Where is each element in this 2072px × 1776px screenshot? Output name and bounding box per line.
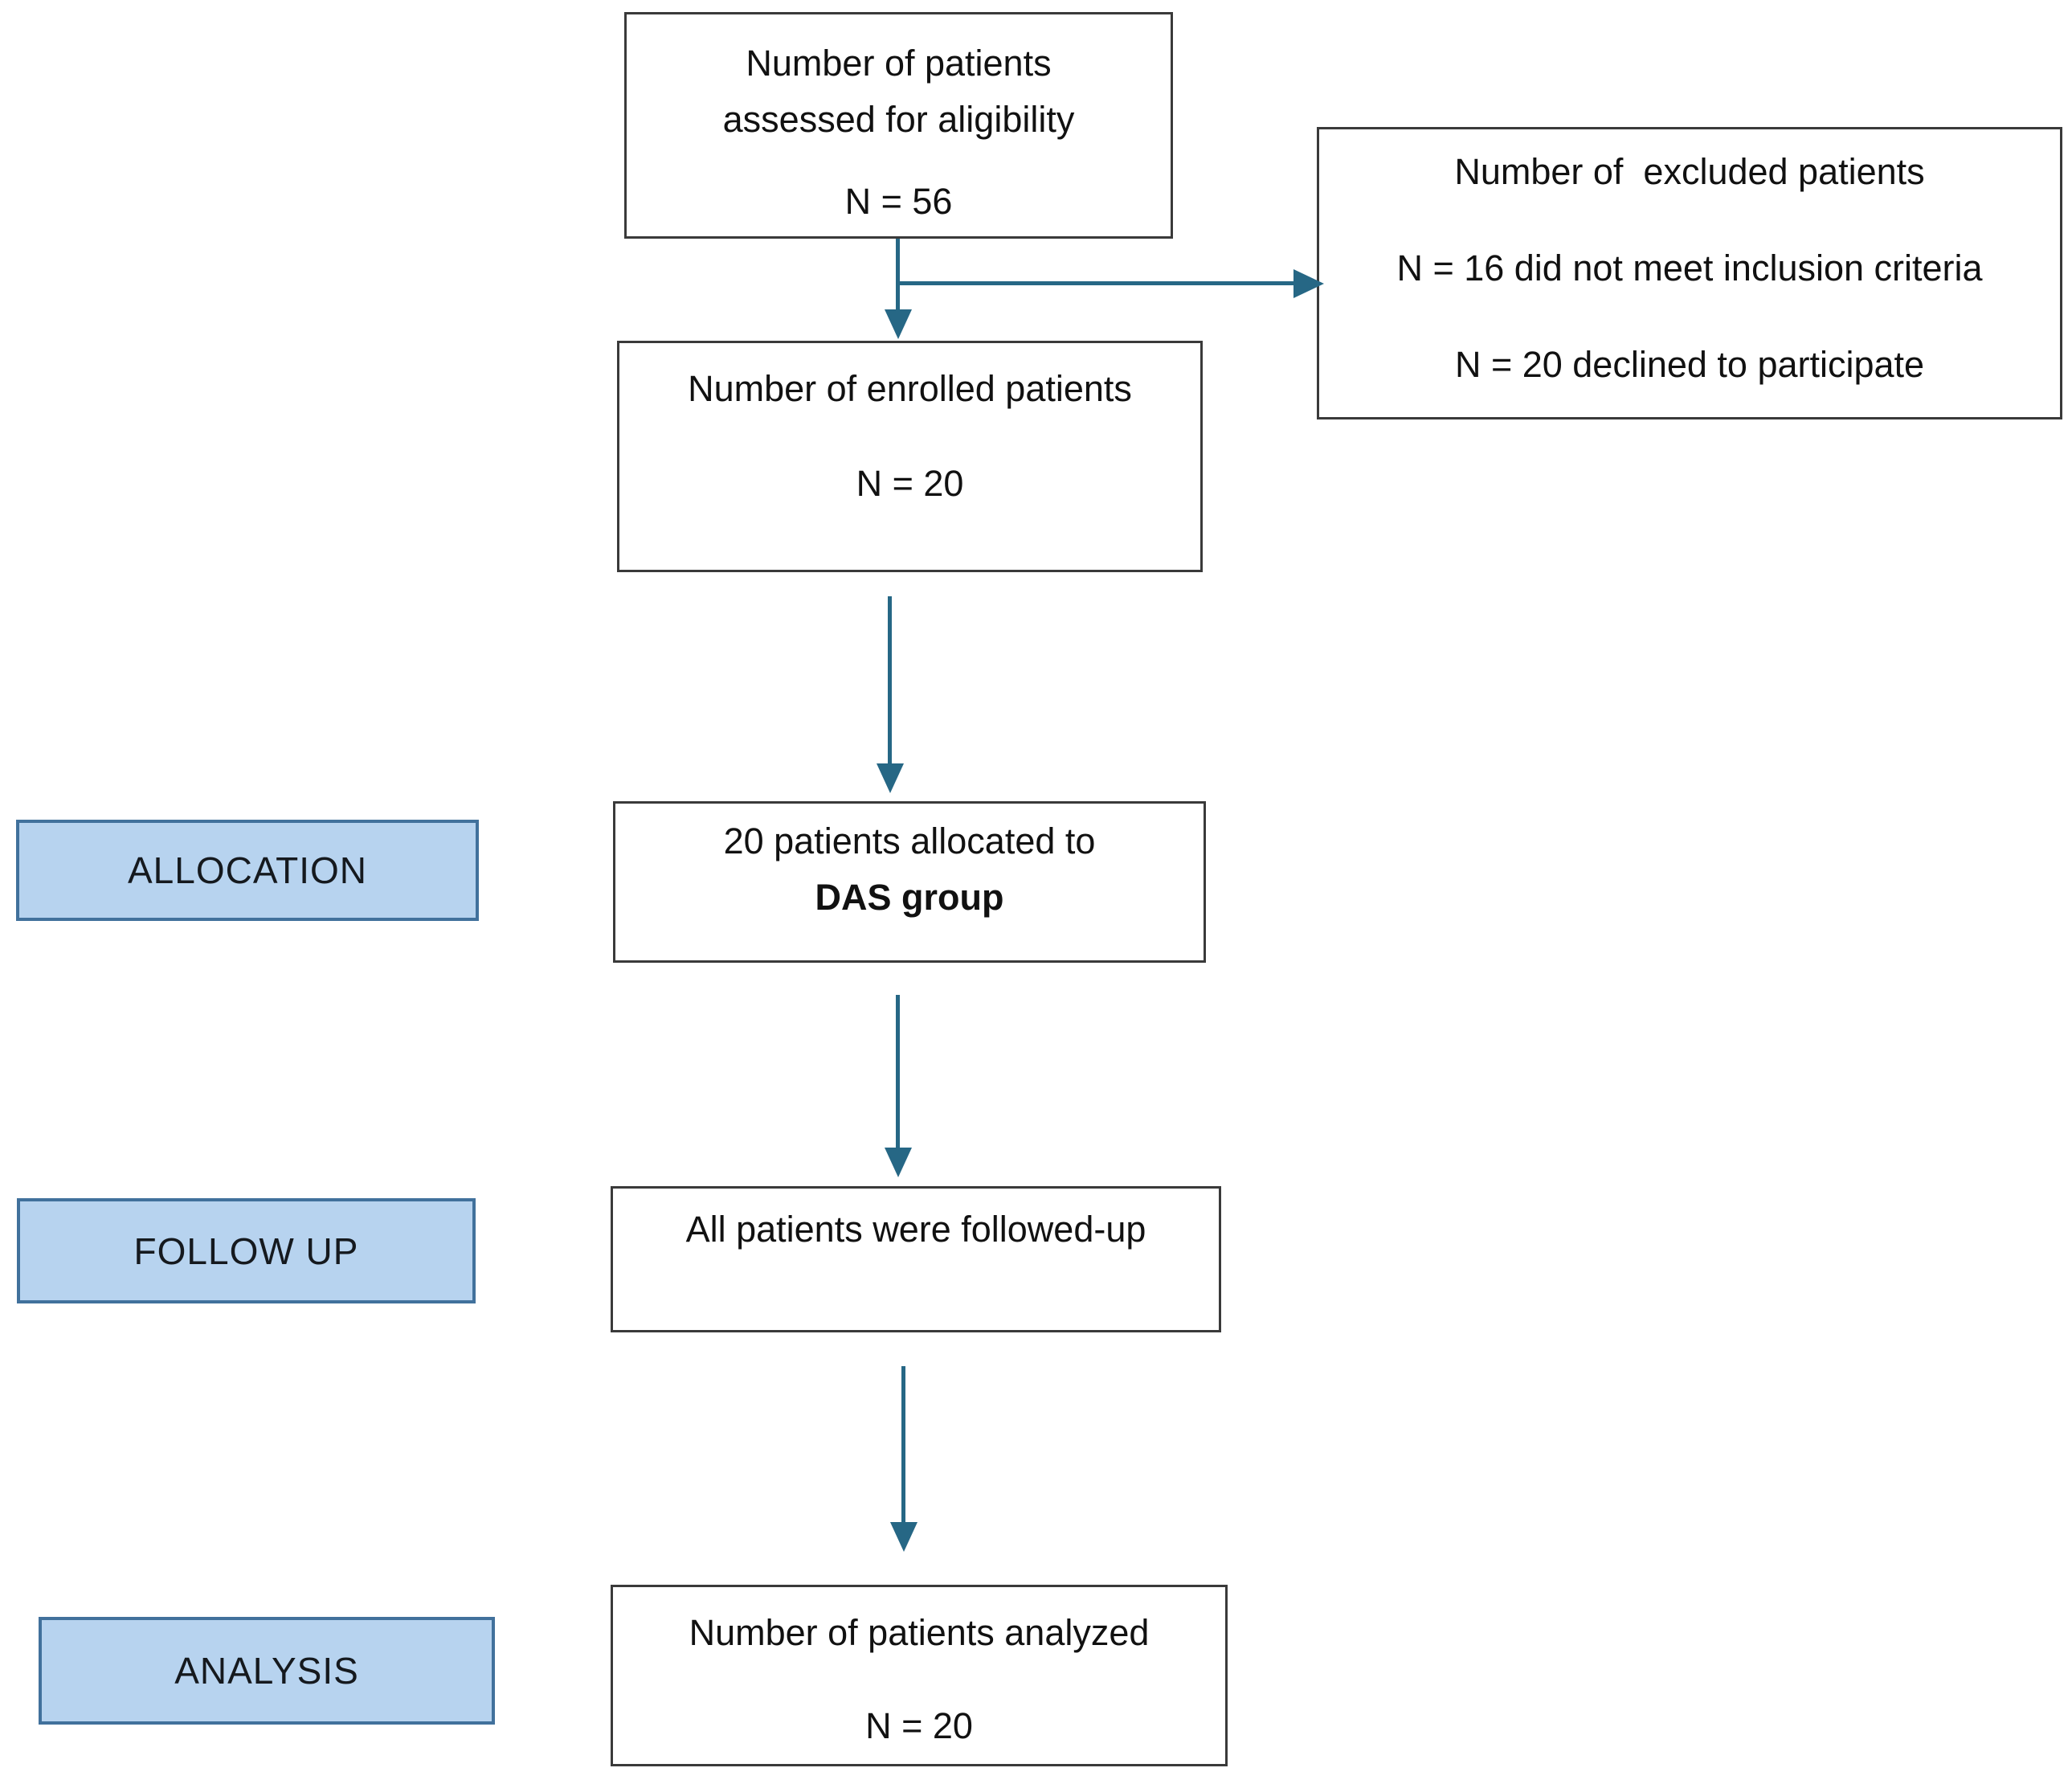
- arrow-allocated-to-followup-stem: [896, 995, 900, 1149]
- analysis-stage-text: ANALYSIS: [174, 1650, 359, 1692]
- analysis-stage-label: ANALYSIS: [39, 1617, 495, 1725]
- followup-title: All patients were followed-up: [685, 1209, 1146, 1250]
- analyzed-n-value: N = 20: [865, 1705, 973, 1746]
- arrow-assessed-to-enrolled-stem: [896, 239, 900, 311]
- arrow-followup-to-analyzed-stem: [901, 1366, 905, 1524]
- arrow-followup-to-analyzed-head-icon: [890, 1522, 917, 1552]
- enrolled-n-value: N = 20: [856, 463, 964, 504]
- arrow-enrolled-to-allocated-stem: [888, 596, 892, 765]
- assessed-line1: Number of patients: [746, 43, 1052, 84]
- followup-box: All patients were followed-up: [611, 1186, 1221, 1332]
- enrolled-box: Number of enrolled patients N = 20: [617, 341, 1203, 572]
- allocated-box: 20 patients allocated to DAS group: [613, 801, 1206, 963]
- excluded-title: Number of excluded patients: [1454, 151, 1925, 192]
- analyzed-title: Number of patients analyzed: [689, 1612, 1150, 1653]
- allocation-stage-text: ALLOCATION: [128, 849, 367, 891]
- enrolled-title: Number of enrolled patients: [688, 368, 1132, 409]
- excluded-reason-2: N = 20 declined to participate: [1454, 344, 1925, 385]
- arrow-enrolled-to-allocated-head-icon: [877, 763, 904, 793]
- followup-stage-text: FOLLOW UP: [133, 1230, 359, 1272]
- excluded-reason-1: N = 16 did not meet inclusion criteria: [1396, 248, 1983, 288]
- excluded-box: Number of excluded patients N = 16 did n…: [1317, 127, 2062, 419]
- assessed-n-value: N = 56: [844, 181, 953, 222]
- allocated-line1: 20 patients allocated to: [723, 820, 1096, 861]
- assessed-box: Number of patients assessed for aligibil…: [624, 12, 1173, 239]
- assessed-line2: assessed for aligibility: [722, 99, 1075, 140]
- analyzed-box: Number of patients analyzed N = 20: [611, 1585, 1228, 1766]
- followup-stage-label: FOLLOW UP: [17, 1198, 476, 1303]
- allocation-stage-label: ALLOCATION: [16, 820, 479, 921]
- arrow-assessed-to-enrolled-head-icon: [885, 309, 912, 339]
- assessed-title: Number of patients assessed for aligibil…: [723, 35, 1075, 148]
- allocated-group-name: DAS group: [815, 877, 1004, 918]
- arrow-to-excluded-stem: [898, 281, 1295, 285]
- arrow-to-excluded-head-icon: [1293, 269, 1324, 298]
- arrow-allocated-to-followup-head-icon: [885, 1148, 912, 1177]
